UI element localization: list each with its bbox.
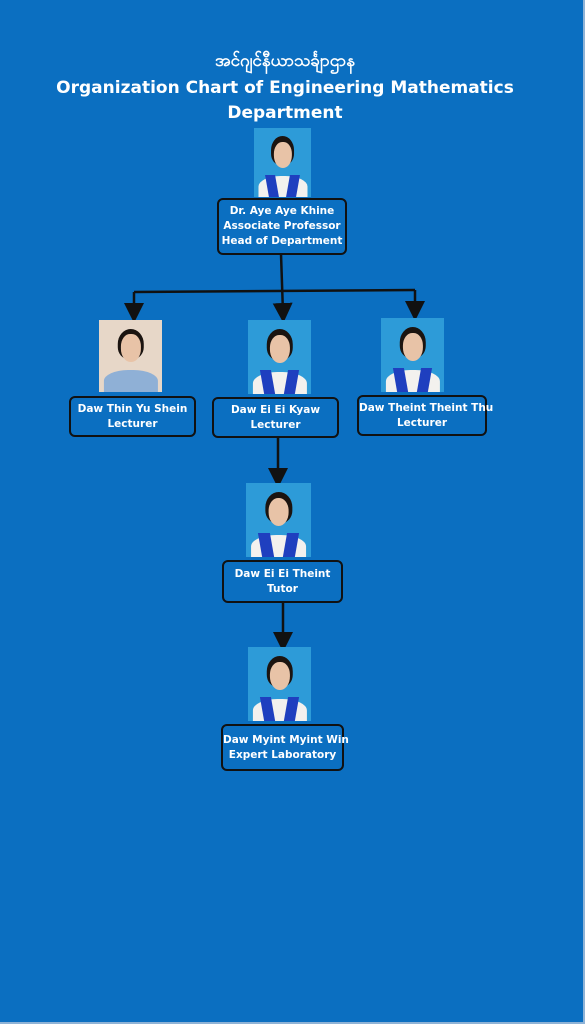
node-ei-ei-theint-role: Tutor — [267, 582, 298, 595]
node-theint-theint-thu-name: Daw Theint Theint Thu — [359, 401, 494, 414]
node-ei-ei-theint: Daw Ei Ei Theint Tutor — [222, 560, 343, 603]
node-theint-theint-thu: Daw Theint Theint Thu Lecturer — [357, 395, 494, 436]
node-theint-theint-thu-role: Lecturer — [396, 416, 447, 429]
node-ei-ei-kyaw: Daw Ei Ei Kyaw Lecturer — [212, 397, 339, 438]
photo-theint-theint-thu — [381, 318, 444, 392]
node-myint-myint-win-role: Expert Laboratory — [228, 748, 337, 761]
photo-head — [254, 128, 311, 197]
photo-ei-ei-theint — [246, 483, 311, 557]
node-head: Dr. Aye Aye Khine Associate Professor He… — [217, 198, 347, 255]
node-ei-ei-theint-name: Daw Ei Ei Theint — [234, 567, 331, 580]
node-myint-myint-win: Daw Myint Myint Win Expert Laboratory — [221, 724, 349, 771]
title-line-2: Department — [227, 103, 343, 123]
connector-branch-bar — [133, 288, 416, 294]
node-head-role: Associate Professor — [223, 220, 341, 232]
photo-ei-ei-kyaw — [248, 320, 311, 394]
node-thin-yu-shein: Daw Thin Yu Shein Lecturer — [69, 396, 196, 437]
node-myint-myint-win-name: Daw Myint Myint Win — [223, 733, 349, 746]
connector-head-to-ei-ei-kyaw — [272, 253, 293, 323]
node-head-name: Dr. Aye Aye Khine — [229, 205, 335, 217]
node-thin-yu-shein-name: Daw Thin Yu Shein — [77, 402, 188, 415]
node-thin-yu-shein-role: Lecturer — [107, 417, 158, 430]
node-ei-ei-kyaw-role: Lecturer — [250, 418, 301, 431]
photo-myint-myint-win — [248, 647, 311, 721]
title-myanmar: အင်ဂျင်နီယာသင်္ချာဌာန — [214, 51, 356, 71]
title-line-1: Organization Chart of Engineering Mathem… — [56, 78, 514, 98]
node-head-role-2: Head of Department — [221, 235, 343, 247]
node-ei-ei-kyaw-name: Daw Ei Ei Kyaw — [230, 403, 321, 416]
photo-thin-yu-shein — [99, 320, 162, 392]
